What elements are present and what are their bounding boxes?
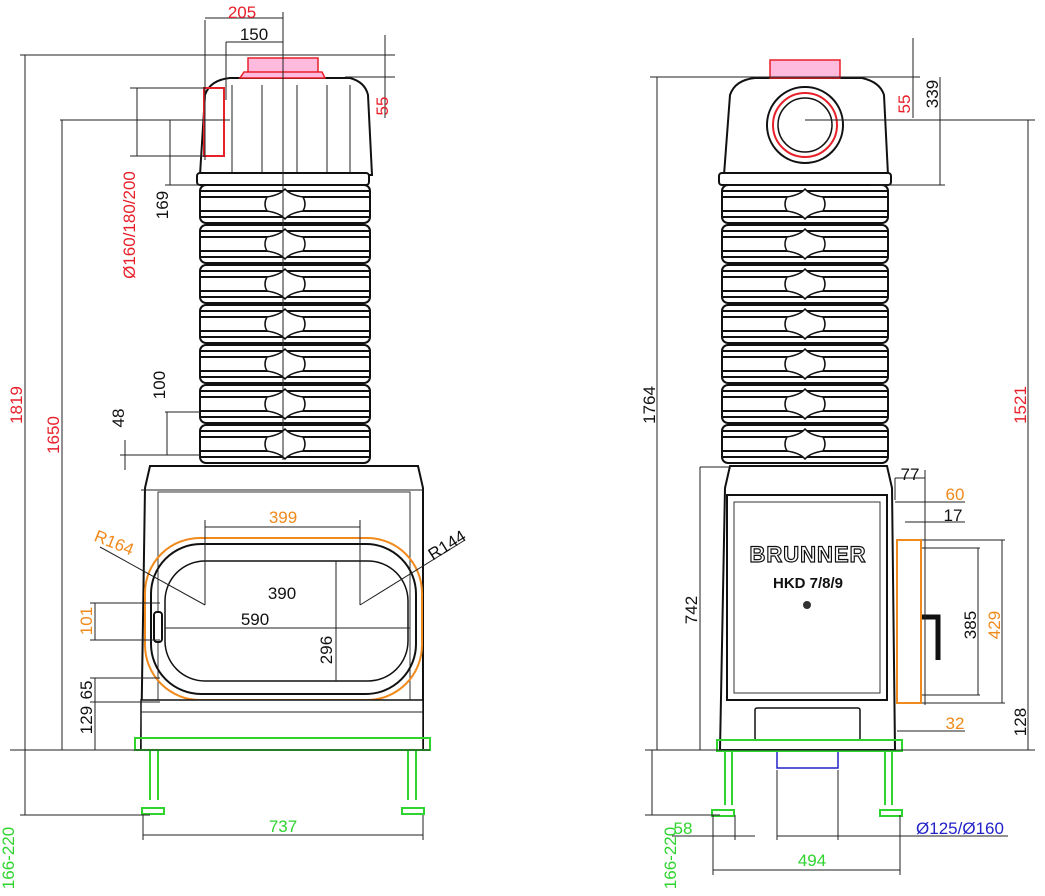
ring-grip-opening: [784, 427, 826, 461]
dim-101: 101: [77, 607, 96, 635]
ring-grip-opening: [264, 267, 306, 301]
dim-55-front: 55: [373, 97, 392, 116]
dim-58: 58: [674, 819, 693, 838]
front-cap-ribs: [231, 85, 351, 172]
dim-r144: R144: [425, 527, 470, 565]
dim-494: 494: [798, 851, 826, 870]
model-label: HKD 7/8/9: [773, 575, 843, 592]
side-orange-panel: [896, 539, 922, 704]
dim-150: 150: [240, 25, 268, 44]
ring-grip-opening: [264, 187, 306, 221]
dim-129: 129: [77, 706, 96, 734]
side-dimension-lines: [645, 38, 1035, 875]
ring-grip-opening: [264, 387, 306, 421]
front-door-frame: [150, 543, 417, 695]
front-base: [140, 699, 424, 751]
side-view: BRUNNER HKD 7/8/9 55: [640, 38, 1035, 889]
dim-air-inlet: Ø125/Ø160: [916, 819, 1004, 838]
dim-1521: 1521: [1011, 386, 1030, 424]
side-column-rings: [721, 184, 889, 464]
dim-1764: 1764: [640, 386, 659, 424]
dim-32: 32: [946, 714, 965, 733]
front-dimension-lines: [10, 12, 466, 840]
dim-1650: 1650: [44, 416, 63, 454]
dim-296: 296: [317, 636, 336, 664]
dim-77: 77: [901, 465, 920, 484]
dim-737: 737: [269, 817, 297, 836]
ring-grip-opening: [784, 387, 826, 421]
side-legs: [711, 739, 903, 817]
dim-60: 60: [946, 485, 965, 504]
dim-flue-diameters: Ø160/180/200: [120, 171, 139, 279]
ring-grip-opening: [784, 307, 826, 341]
dim-leg-height-front: 166-220: [0, 827, 18, 889]
ash-drawer[interactable]: [754, 707, 861, 741]
dim-leg-height-side: 166-220: [661, 827, 680, 889]
dim-1819: 1819: [7, 386, 26, 424]
ring-grip-opening: [784, 227, 826, 261]
dim-590: 590: [241, 610, 269, 629]
front-side-flue: [203, 87, 225, 157]
front-legs: [134, 737, 431, 815]
dim-48: 48: [109, 409, 128, 428]
ring-grip-opening: [264, 427, 306, 461]
dim-100: 100: [150, 371, 169, 399]
dim-55-side: 55: [895, 95, 914, 114]
dim-742: 742: [682, 596, 701, 624]
side-flue-collar: [769, 59, 841, 79]
dim-65: 65: [77, 681, 96, 700]
ring-grip-opening: [264, 227, 306, 261]
ring-grip-opening: [264, 307, 306, 341]
dim-17: 17: [944, 506, 963, 525]
door-knob[interactable]: [803, 601, 811, 609]
dim-399: 399: [269, 508, 297, 527]
dim-390: 390: [268, 584, 296, 603]
side-door: [726, 494, 888, 701]
side-handle[interactable]: [922, 614, 941, 660]
front-door-handle[interactable]: [153, 611, 163, 643]
dim-128: 128: [1011, 708, 1030, 736]
dim-429: 429: [985, 611, 1004, 639]
dim-205: 205: [228, 3, 256, 22]
dim-169: 169: [153, 191, 172, 219]
ring-grip-opening: [784, 187, 826, 221]
ring-grip-opening: [784, 347, 826, 381]
dim-339: 339: [923, 80, 942, 108]
ring-grip-opening: [264, 347, 306, 381]
front-glass: [164, 560, 409, 682]
front-view: 205 150 55 169 Ø160/180/200 100 48 1819 …: [0, 3, 469, 889]
air-inlet: [776, 752, 839, 769]
side-cap-rim: [718, 172, 892, 186]
front-column-rings: [199, 184, 371, 464]
brand-logo: BRUNNER: [750, 542, 867, 567]
dim-385: 385: [961, 611, 980, 639]
ring-grip-opening: [784, 267, 826, 301]
